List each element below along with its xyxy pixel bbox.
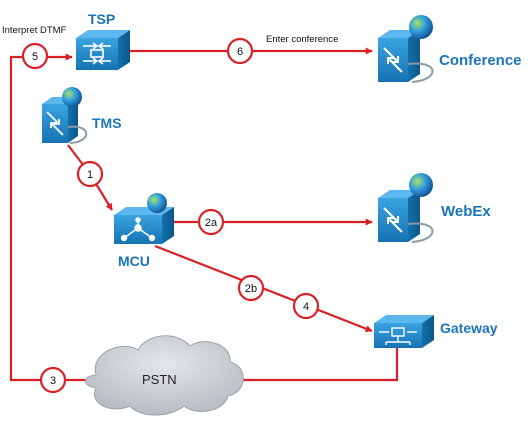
gateway-icon xyxy=(374,315,434,348)
interpret-dtmf-label: Interpret DTMF xyxy=(2,25,67,36)
tms-server-icon xyxy=(42,87,88,144)
link-gateway-to-pstn xyxy=(232,348,399,382)
webex-globe-icon xyxy=(409,173,433,197)
step-2b-number: 2b xyxy=(245,283,257,295)
gateway-label: Gateway xyxy=(440,320,498,336)
tms-globe-icon xyxy=(62,87,82,107)
step-2a-number: 2a xyxy=(205,217,218,229)
step-6-circle xyxy=(226,37,254,65)
pstn-label: PSTN xyxy=(142,372,177,387)
conference-globe-icon xyxy=(409,15,433,39)
step-5-number: 5 xyxy=(32,51,38,63)
step-markers xyxy=(21,37,320,394)
webex-server-icon xyxy=(378,173,434,243)
tsp-switch-icon xyxy=(76,30,130,70)
tsp-label: TSP xyxy=(88,11,115,27)
step-3-number: 3 xyxy=(50,375,56,387)
step-4-number: 4 xyxy=(303,301,309,313)
enter-conference-label: Enter conference xyxy=(266,34,338,45)
mcu-globe-icon xyxy=(147,193,167,213)
tms-label: TMS xyxy=(92,115,122,131)
conference-server-icon xyxy=(378,15,434,83)
step-numbers: 1 2a 2b 3 4 5 6 xyxy=(32,46,309,387)
conference-label: Conference xyxy=(439,52,522,69)
step-5-circle xyxy=(21,42,49,70)
step-1-number: 1 xyxy=(87,169,93,181)
step-3-circle xyxy=(39,366,67,394)
step-2a-circle xyxy=(197,208,225,236)
step-4-circle xyxy=(292,292,320,320)
mcu-icon xyxy=(114,193,174,244)
step-6-number: 6 xyxy=(237,46,243,58)
step-1-circle xyxy=(76,160,104,188)
mcu-label: MCU xyxy=(118,253,150,269)
step-2b-circle xyxy=(237,274,265,302)
webex-label: WebEx xyxy=(441,203,491,220)
pstn-cloud-icon xyxy=(85,335,244,416)
